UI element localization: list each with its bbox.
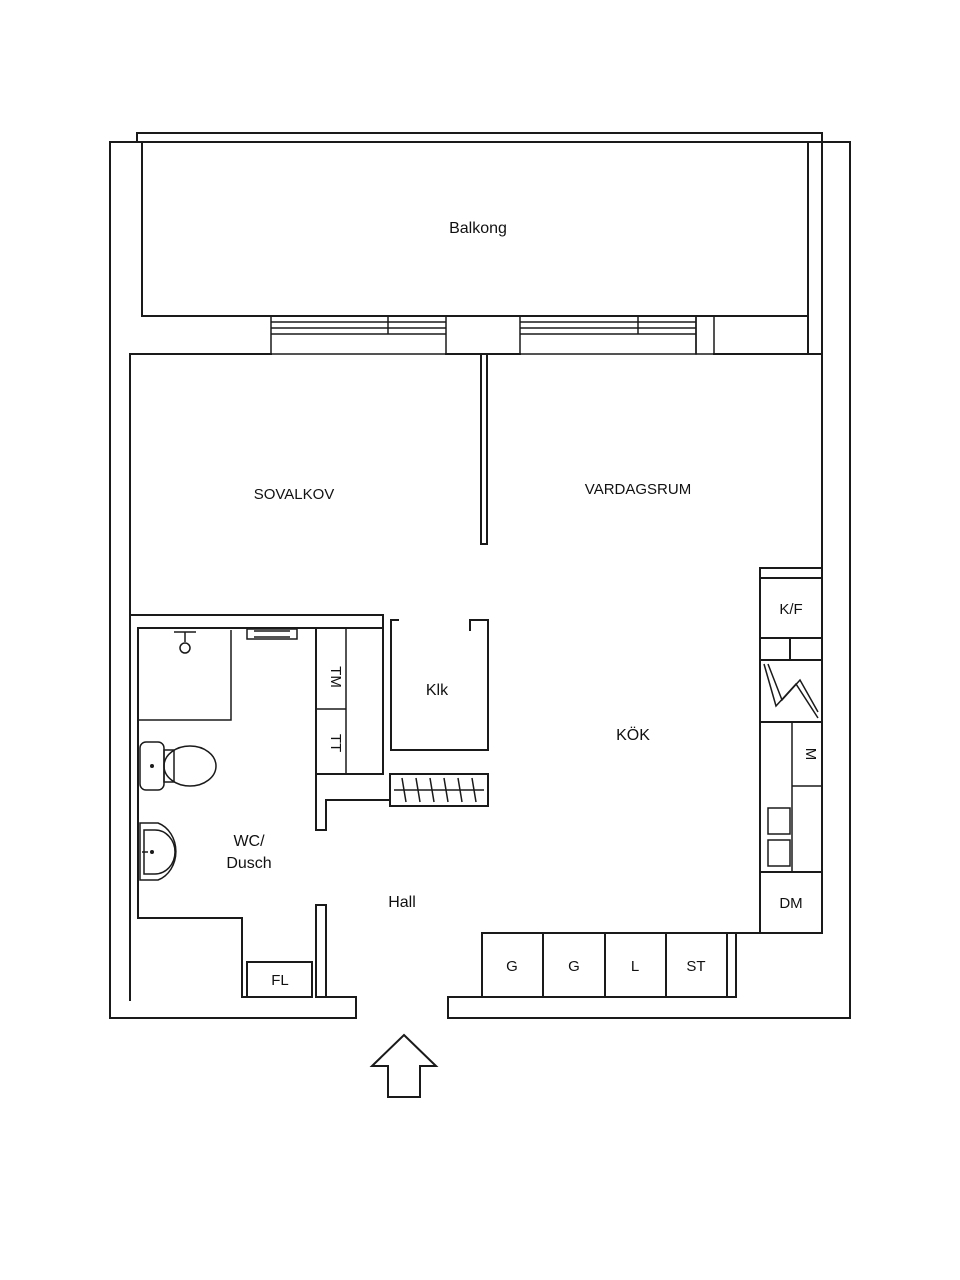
fixture-label-g2: G: [568, 958, 580, 975]
room-label-balkong: Balkong: [449, 220, 507, 237]
fixture-label-dm: DM: [779, 895, 802, 912]
room-label-sovalkov: SOVALKOV: [254, 486, 335, 503]
interior-walls: [129, 353, 823, 1001]
room-label-hall: Hall: [388, 894, 416, 911]
floor-heating-cabinet: [246, 961, 313, 998]
room-label-klk: Klk: [426, 682, 449, 699]
room-label-wc: WC/: [233, 833, 265, 850]
hall-wardrobes: [481, 932, 737, 998]
fixture-label-l: L: [631, 958, 639, 975]
kitchen-fittings: [759, 577, 823, 934]
window-left: [270, 315, 447, 355]
fixture-label-m: M: [802, 748, 819, 761]
bathroom: [137, 614, 391, 998]
room-label-kok: KÖK: [616, 726, 650, 744]
balcony: [109, 132, 823, 317]
fixture-label-kf: K/F: [779, 601, 802, 618]
window-right: [519, 315, 697, 355]
fixture-label-g1: G: [506, 958, 518, 975]
closet-klk: [389, 619, 489, 807]
fixture-label-tm: TM: [327, 666, 344, 688]
room-label-dusch: Dusch: [226, 855, 271, 872]
room-label-vardagsrum: VARDAGSRUM: [585, 481, 691, 498]
entrance-arrow-icon: [369, 1033, 439, 1098]
laundry-column: [315, 627, 384, 775]
window-side-right: [695, 315, 715, 355]
fixture-label-fl: FL: [271, 972, 289, 989]
fixture-label-st: ST: [686, 958, 705, 975]
fixture-label-tt: TT: [327, 734, 344, 752]
outer-walls: [109, 141, 851, 1019]
